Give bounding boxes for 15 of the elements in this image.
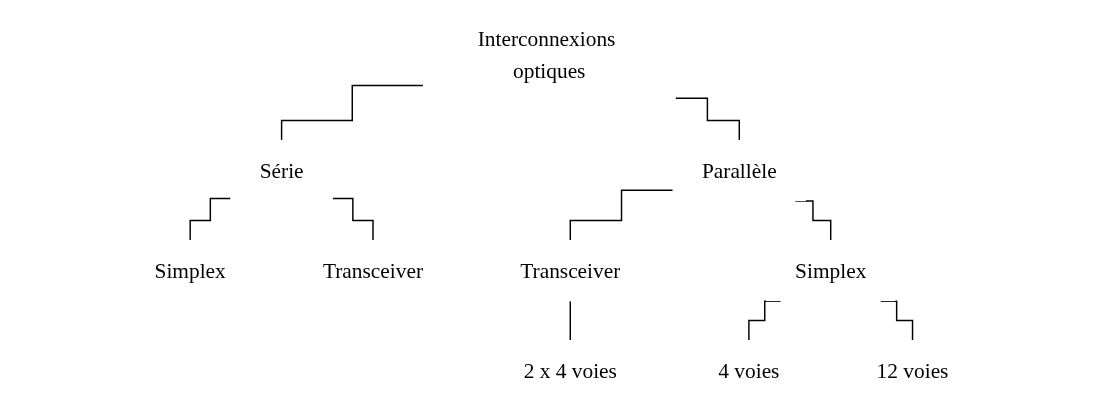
node-text: Interconnexions optiques — [477, 26, 616, 83]
node-text: 4 voies — [718, 358, 780, 383]
connector — [331, 197, 374, 241]
connector — [280, 84, 424, 141]
node-text: 12 voies — [876, 358, 949, 383]
node-text: Transceiver — [322, 258, 424, 283]
node-text: Parallèle — [701, 158, 777, 183]
connector — [189, 197, 232, 241]
node-text: Transceiver — [520, 258, 621, 283]
connector — [674, 97, 740, 141]
node-text: Série — [259, 158, 304, 183]
node-text: 2 x 4 voies — [523, 358, 617, 383]
connector — [569, 189, 674, 241]
connector — [569, 300, 571, 341]
node-text: Simplex — [154, 258, 226, 283]
